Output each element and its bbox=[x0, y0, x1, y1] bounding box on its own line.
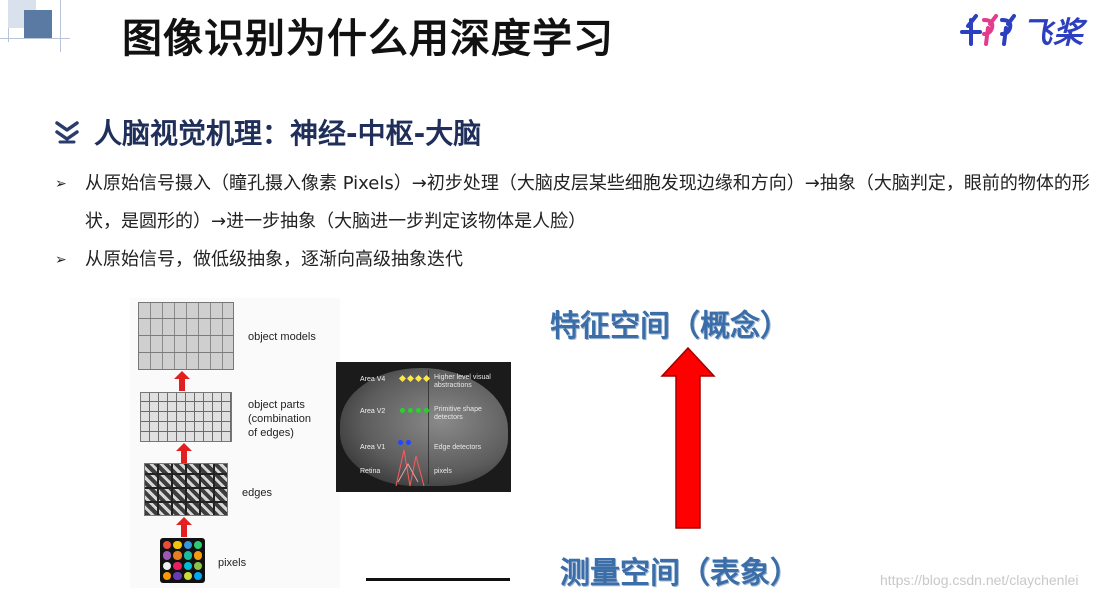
object-parts-image bbox=[140, 392, 232, 442]
arrow-bullet-icon: ➢ bbox=[55, 252, 67, 268]
pixel-dot bbox=[163, 541, 172, 550]
pixel-dot bbox=[183, 551, 192, 560]
bullet-item: ➢ 从原始信号摄入（瞳孔摄入像素 Pixels）→初步处理（大脑皮层某些细胞发现… bbox=[55, 165, 1095, 241]
brain-area-label: Area V4 bbox=[360, 376, 386, 383]
pixel-dot bbox=[173, 541, 182, 550]
pixels-label: pixels bbox=[218, 557, 247, 569]
pixel-dot bbox=[173, 571, 182, 580]
v2-dot bbox=[400, 408, 405, 413]
pixel-dot bbox=[183, 571, 192, 580]
v2-dot bbox=[408, 408, 413, 413]
bullet-item: ➢ 从原始信号，做低级抽象，逐渐向高级抽象迭代 bbox=[55, 241, 1095, 279]
object-models-label: object models bbox=[248, 331, 316, 343]
edges-label: edges bbox=[242, 487, 272, 499]
bullet-text: 从原始信号摄入（瞳孔摄入像素 Pixels）→初步处理（大脑皮层某些细胞发现边缘… bbox=[85, 173, 1090, 232]
object-parts-label: object parts bbox=[248, 399, 305, 411]
brain-area-label: Area V2 bbox=[360, 408, 386, 415]
feature-space-label: 特征空间（概念） bbox=[550, 309, 790, 344]
brain-area-desc: pixels bbox=[434, 468, 452, 475]
edges-image bbox=[144, 463, 228, 516]
bullet-text: 从原始信号，做低级抽象，逐渐向高级抽象迭代 bbox=[85, 249, 463, 270]
object-parts-label: (combination bbox=[248, 413, 311, 425]
page-title: 图像识别为什么用深度学习 bbox=[122, 16, 614, 62]
bullet-list: ➢ 从原始信号摄入（瞳孔摄入像素 Pixels）→初步处理（大脑皮层某些细胞发现… bbox=[55, 165, 1095, 279]
pixel-dot bbox=[193, 561, 202, 570]
v4-dot bbox=[406, 374, 415, 383]
pixel-dot bbox=[163, 551, 172, 560]
big-up-arrow-icon bbox=[660, 346, 716, 529]
paddle-logo-icon bbox=[960, 14, 1016, 46]
pixel-dot bbox=[193, 571, 202, 580]
retina-wave-icon bbox=[395, 449, 425, 487]
logo-text: 飞桨 bbox=[1022, 16, 1084, 51]
brain-area-desc: detectors bbox=[434, 414, 463, 421]
pixel-dot bbox=[163, 571, 172, 580]
v2-dot bbox=[416, 408, 421, 413]
section-heading-text: 人脑视觉机理：神经-中枢-大脑 bbox=[94, 117, 482, 150]
pixel-dot bbox=[183, 541, 192, 550]
paddle-logo: 飞桨 bbox=[958, 10, 1084, 51]
brain-area-label: Area V1 bbox=[360, 444, 386, 451]
pixel-dot bbox=[193, 541, 202, 550]
brain-area-desc: Higher level visual bbox=[434, 374, 491, 381]
pixel-dot bbox=[173, 561, 182, 570]
pixel-dot bbox=[173, 551, 182, 560]
header-corner-decoration bbox=[0, 0, 70, 60]
v4-dot bbox=[414, 374, 423, 383]
watermark-text: https://blog.csdn.net/claychenlei bbox=[880, 572, 1079, 588]
pixels-image bbox=[160, 538, 205, 583]
pixel-dot bbox=[183, 561, 192, 570]
double-chevron-icon bbox=[55, 121, 79, 144]
object-models-image bbox=[138, 302, 234, 370]
v2-dots bbox=[400, 408, 429, 413]
brain-area-desc: Edge detectors bbox=[434, 444, 482, 451]
pixel-dot bbox=[193, 551, 202, 560]
feature-hierarchy-figure: object models object parts (combination … bbox=[130, 298, 340, 588]
measure-space-label: 测量空间（表象） bbox=[560, 556, 800, 591]
brain-area-desc: abstractions bbox=[434, 382, 472, 389]
brain-image bbox=[340, 368, 508, 486]
section-heading: 人脑视觉机理：神经-中枢-大脑 bbox=[52, 112, 481, 152]
v1-dots bbox=[398, 440, 411, 445]
brain-area-label: Retina bbox=[360, 468, 381, 475]
brain-area-desc: Primitive shape bbox=[434, 406, 482, 413]
v1-dot bbox=[406, 440, 411, 445]
v4-dot bbox=[422, 374, 431, 383]
v4-dots bbox=[398, 374, 431, 383]
v2-dot bbox=[424, 408, 429, 413]
arrow-bullet-icon: ➢ bbox=[55, 176, 67, 192]
v1-dot bbox=[398, 440, 403, 445]
v4-dot bbox=[398, 374, 407, 383]
object-parts-label: of edges) bbox=[248, 427, 294, 439]
figure-underline bbox=[366, 578, 510, 581]
pixel-dot bbox=[163, 561, 172, 570]
brain-visual-cortex-figure: Area V4 Higher level visual abstractions… bbox=[336, 362, 511, 492]
